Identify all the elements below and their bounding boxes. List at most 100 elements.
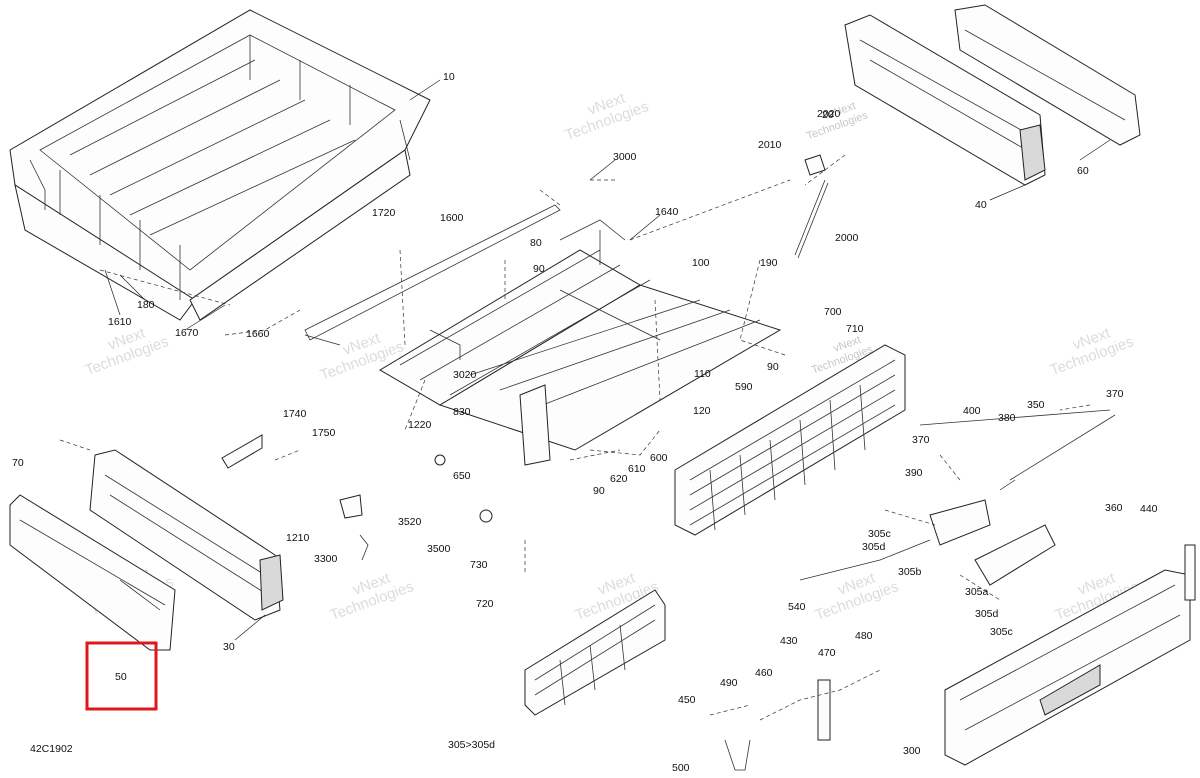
callout-1220[interactable]: 1220 (408, 419, 432, 431)
callout-305c[interactable]: 305c (990, 626, 1013, 638)
watermark: vNext Technologies (1048, 324, 1136, 379)
part-cargo-box (9, 9, 431, 321)
part-bracket-3300 (359, 534, 369, 561)
callout-40[interactable]: 40 (975, 199, 987, 211)
callout-305d[interactable]: 305d (975, 608, 999, 620)
callout-710[interactable]: 710 (846, 323, 864, 335)
callout-305a[interactable]: 305a (965, 586, 989, 598)
callout-190[interactable]: 190 (760, 257, 778, 269)
callout-400[interactable]: 400 (963, 405, 981, 417)
reference-code: 42C1902 (30, 743, 73, 755)
callout-90[interactable]: 90 (533, 263, 545, 275)
callout-180[interactable]: 180 (137, 299, 155, 311)
leader-lines (104, 79, 1111, 641)
callout-620[interactable]: 620 (610, 473, 628, 485)
part-rod-1600 (304, 204, 561, 341)
callout-700[interactable]: 700 (824, 306, 842, 318)
part-side-panel-inner-left (89, 449, 284, 621)
part-bracket-430 (817, 679, 831, 741)
callout-300[interactable]: 300 (903, 745, 921, 757)
callout-305-305d[interactable]: 305>305d (448, 739, 495, 751)
callout-90-repeat-2[interactable]: 90 (593, 485, 605, 497)
part-hinge-440 (1184, 544, 1196, 601)
callout-370-repeat-3[interactable]: 370 (912, 434, 930, 446)
part-lower-grille (524, 589, 666, 716)
callout-90-repeat-1[interactable]: 90 (767, 361, 779, 373)
callout-1740[interactable]: 1740 (283, 408, 307, 420)
callout-305b[interactable]: 305b (898, 566, 922, 578)
callout-100[interactable]: 100 (692, 257, 710, 269)
watermark: vNext Technologies (328, 569, 416, 624)
callout-370-a[interactable]: 370 (1106, 388, 1124, 400)
callout-380[interactable]: 380 (998, 412, 1016, 424)
callout-2000[interactable]: 2000 (835, 232, 859, 244)
callout-610[interactable]: 610 (628, 463, 646, 475)
callout-30[interactable]: 30 (223, 641, 235, 653)
callout-450[interactable]: 450 (678, 694, 696, 706)
callout-720-a[interactable]: 1610 (108, 316, 132, 328)
callout-800[interactable]: 1640 (655, 206, 679, 218)
callout-60[interactable]: 60 (1077, 165, 1089, 177)
watermark: vNext Technologies (563, 89, 651, 144)
callout-340[interactable]: 360 (1105, 502, 1123, 514)
part-cable-540 (799, 539, 931, 581)
callout-1720[interactable]: 1720 (372, 207, 396, 219)
part-side-panel-outer-left (9, 494, 176, 651)
part-side-panel-outer-right (954, 4, 1141, 146)
callout-460[interactable]: 460 (755, 667, 773, 679)
callout-1210[interactable]: 1210 (286, 532, 310, 544)
callout-840[interactable]: 1670 (175, 327, 199, 339)
part-latch-305b (929, 499, 991, 546)
callout-490[interactable]: 490 (720, 677, 738, 689)
callout-305c-repeat-4[interactable]: 305c (868, 528, 891, 540)
part-cable-500 (724, 739, 751, 771)
callout-10[interactable]: 10 (443, 71, 455, 83)
callout-1600[interactable]: 1600 (440, 212, 464, 224)
watermark: vNext Technologies (813, 569, 901, 624)
callout-350[interactable]: 350 (1027, 399, 1045, 411)
part-cap-3520 (479, 509, 493, 523)
callout-1730[interactable]: 3000 (613, 151, 637, 163)
callout-720-repeat-0[interactable]: 720 (476, 598, 494, 610)
callout-labels: 10 60 40 1610 180 1670 3000 1640 360 50 … (12, 71, 1158, 774)
callout-2020[interactable]: 2020 (817, 108, 841, 120)
callout-590[interactable]: 590 (735, 381, 753, 393)
callout-1660[interactable]: 1660 (246, 328, 270, 340)
part-tailgate-grille (674, 344, 906, 536)
part-bracket-1210 (339, 494, 363, 519)
callout-20[interactable]: 20 (822, 109, 834, 121)
part-tailgate-panel (944, 569, 1191, 766)
callout-110[interactable]: 110 (694, 368, 711, 380)
callout-2010[interactable]: 2010 (758, 139, 782, 151)
callout-3020[interactable]: 3020 (453, 369, 477, 381)
callout-80[interactable]: 80 (530, 237, 542, 249)
callout-730[interactable]: 730 (470, 559, 488, 571)
callout-430[interactable]: 430 (780, 635, 798, 647)
callout-120[interactable]: 120 (693, 405, 711, 417)
callout-390[interactable]: 390 (905, 467, 923, 479)
part-bracket-1740 (221, 434, 263, 469)
callout-480[interactable]: 480 (855, 630, 873, 642)
callout-440[interactable]: 440 (1140, 503, 1158, 515)
part-side-panel-inner-right (844, 14, 1046, 186)
part-grommet-1220 (434, 454, 446, 466)
callout-830[interactable]: 830 (453, 406, 471, 418)
highlight-box-callout-50 (85, 641, 158, 711)
callout-3520[interactable]: 3520 (398, 516, 422, 528)
callout-650[interactable]: 650 (453, 470, 471, 482)
callout-500[interactable]: 500 (672, 762, 690, 774)
callout-3500[interactable]: 3500 (427, 543, 451, 555)
callout-1750[interactable]: 1750 (312, 427, 336, 439)
callout-600[interactable]: 600 (650, 452, 668, 464)
callout-470[interactable]: 470 (818, 647, 836, 659)
callout-70[interactable]: 70 (12, 457, 24, 469)
assembly-lines (59, 154, 1091, 721)
callout-540[interactable]: 540 (788, 601, 806, 613)
callout-305d-repeat-5[interactable]: 305d (862, 541, 886, 553)
part-frame (379, 219, 782, 466)
part-rod-1600-end (304, 334, 341, 346)
part-cable-340 (919, 409, 1116, 481)
callout-3300[interactable]: 3300 (314, 553, 338, 565)
part-strut-2000 (794, 179, 829, 259)
callout-50[interactable]: 50 (115, 671, 127, 683)
